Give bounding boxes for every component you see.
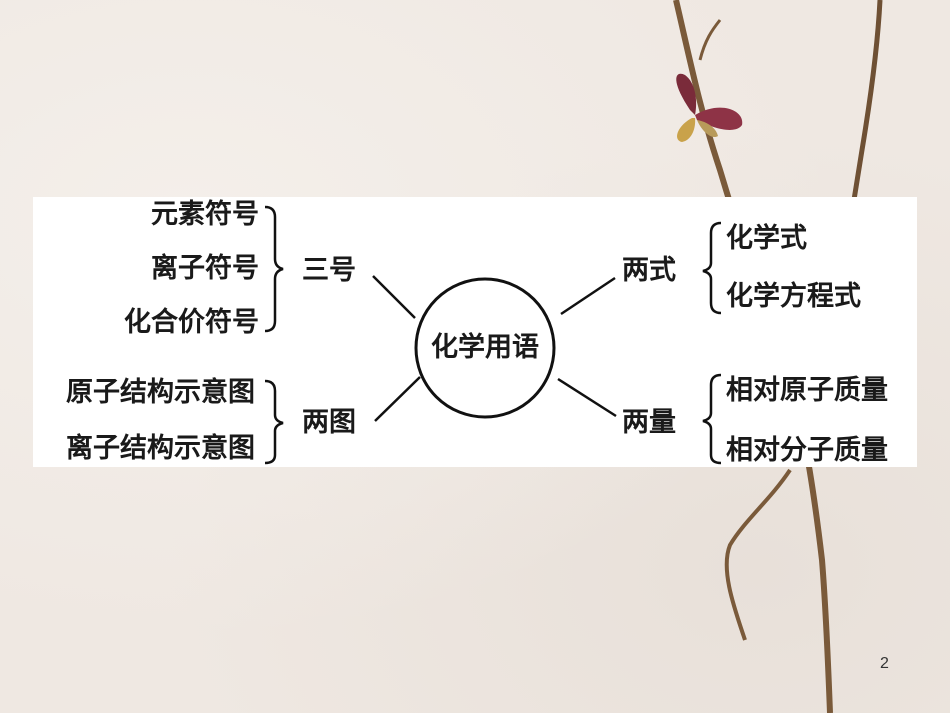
- center-circle: [414, 277, 556, 419]
- branch-label-top-left: 三号: [302, 255, 356, 286]
- item-label: 相对原子质量: [726, 375, 888, 406]
- center-label: 化学用语: [431, 332, 539, 363]
- item-label: 元素符号: [151, 199, 259, 230]
- item-label: 化学方程式: [726, 281, 861, 312]
- item-label: 相对分子质量: [726, 435, 888, 466]
- branch-label-bottom-left: 两图: [302, 407, 356, 438]
- butterfly-icon: [676, 73, 743, 142]
- diagram-panel: 化学用语 三号 元素符号 离子符号 化合价符号 两图 原子结构示意图 离子结构示…: [33, 197, 917, 467]
- item-label: 化合价符号: [124, 307, 259, 338]
- item-label: 原子结构示意图: [66, 377, 255, 408]
- connector-top-left: [372, 275, 416, 319]
- brace-top-left: [264, 205, 284, 333]
- connector-bottom-right: [557, 377, 617, 418]
- connector-top-right: [560, 276, 616, 316]
- item-label: 化学式: [726, 223, 807, 254]
- branch-label-bottom-right: 两量: [622, 407, 676, 438]
- item-label: 离子符号: [151, 253, 259, 284]
- brace-bottom-right: [702, 373, 722, 465]
- brace-bottom-left: [264, 379, 284, 465]
- mind-map-lines: [264, 205, 722, 465]
- item-label: 离子结构示意图: [66, 433, 255, 464]
- page-number: 2: [880, 655, 889, 672]
- brace-top-right: [702, 221, 722, 315]
- connector-bottom-left: [374, 376, 421, 422]
- branch-label-top-right: 两式: [622, 255, 676, 286]
